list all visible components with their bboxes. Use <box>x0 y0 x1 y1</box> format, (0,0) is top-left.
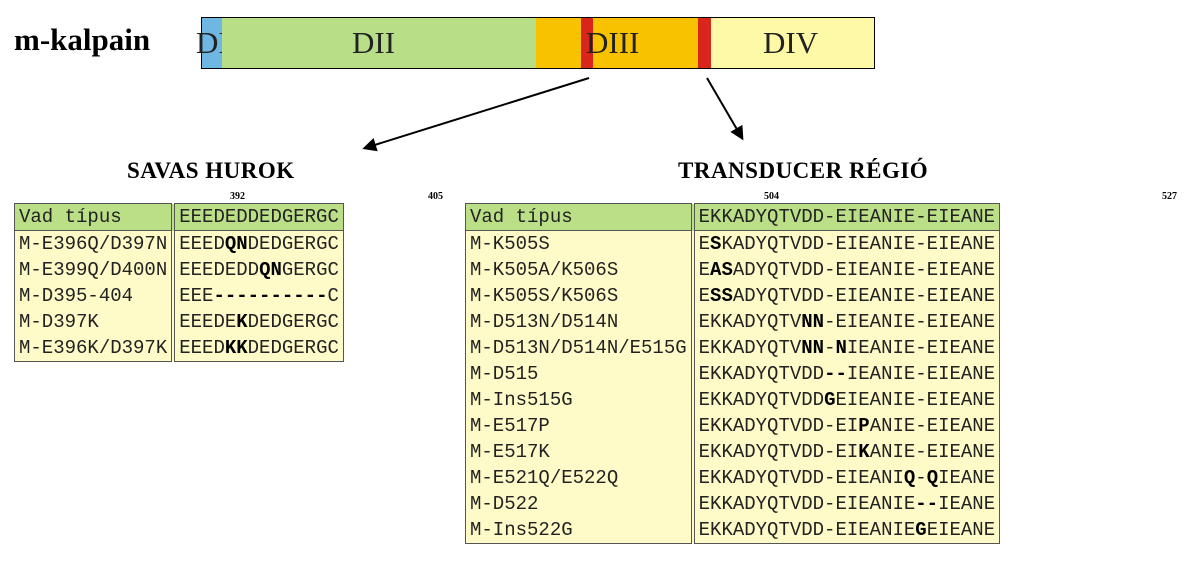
variant-sequence: EEEDEDDQNGERGC <box>173 257 344 283</box>
domain-dii: DII <box>222 18 536 68</box>
domain-diii: DIII <box>536 18 711 68</box>
transducer-marker <box>698 18 711 68</box>
variant-sequence: EEEDEKDEDGERGC <box>173 309 344 335</box>
mutation-highlight: G <box>915 519 927 541</box>
variant-name: M-E517K <box>465 439 695 465</box>
variant-name: M-D515 <box>465 361 695 387</box>
mutation-highlight: NN <box>801 311 825 333</box>
mutation-highlight: G <box>824 389 836 411</box>
variant-sequence: EASADYQTVDD-EIEANIE-EIEANE <box>692 257 1000 283</box>
acidic-loop-end-pos: 405 <box>428 191 443 202</box>
variant-name: M-D513N/D514N <box>465 309 695 335</box>
variant-sequence: EEEDKKDEDGERGC <box>173 335 344 362</box>
variant-sequence: EKKADYQTVDDGEIEANIE-EIEANE <box>692 387 1000 413</box>
variant-sequence: EEEDEDDEDGERGC <box>173 203 344 231</box>
variant-name: M-D513N/D514N/E515G <box>465 335 695 361</box>
protein-label: m-kalpain <box>14 22 151 57</box>
variant-name: M-K505S/K506S <box>465 283 695 309</box>
acidic-loop-start-pos: 392 <box>230 191 245 202</box>
variant-name: M-E396K/D397K <box>14 335 176 362</box>
mutation-highlight: QN <box>224 233 248 255</box>
variant-name: Vad típus <box>14 203 176 231</box>
acidic-loop-title: SAVAS HUROK <box>127 158 295 183</box>
mutation-highlight: S <box>710 233 722 255</box>
variant-name: M-Ins515G <box>465 387 695 413</box>
acidic-loop-marker <box>581 18 593 68</box>
transducer-end-pos: 527 <box>1162 191 1177 202</box>
transducer-start-pos: 504 <box>764 191 779 202</box>
domain-dii-label: DII <box>352 25 396 60</box>
variant-sequence: ESSADYQTVDD-EIEANIE-EIEANE <box>692 283 1000 309</box>
variant-sequence: EKKADYQTVNN-EIEANIE-EIEANE <box>692 309 1000 335</box>
mutation-highlight: -- <box>824 363 847 385</box>
domain-div-label: DIV <box>763 25 819 60</box>
domain-div: DIV <box>711 18 874 68</box>
transducer-title: TRANSDUCER RÉGIÓ <box>678 158 929 183</box>
arrow-to-transducer <box>706 77 744 141</box>
variant-name: M-E396Q/D397N <box>14 230 176 257</box>
mutation-highlight: K <box>236 311 248 333</box>
variant-name: M-D397K <box>14 309 176 335</box>
variant-name: M-D395-404 <box>14 283 176 309</box>
variant-sequence: ESKADYQTVDD-EIEANIE-EIEANE <box>692 230 1000 257</box>
mutation-highlight: K <box>858 441 870 463</box>
domain-bar: DI DII DIII DIV <box>196 17 875 69</box>
mutation-highlight: QN <box>259 259 282 281</box>
mutation-highlight: Q <box>903 467 916 489</box>
domain-diii-label: DIII <box>586 25 640 60</box>
variant-name: M-K505A/K506S <box>465 257 695 283</box>
mutation-highlight: P <box>858 415 870 437</box>
variant-name: Vad típus <box>465 203 695 231</box>
variant-name: M-Ins522G <box>465 517 695 544</box>
variant-sequence: EKKADYQTVNN-NIEANIE-EIEANE <box>692 335 1000 361</box>
variant-name: M-D522 <box>465 491 695 517</box>
mutation-highlight: SS <box>710 285 733 307</box>
variant-name: M-E521Q/E522Q <box>465 465 695 491</box>
variant-name: M-E517P <box>465 413 695 439</box>
mutation-highlight: ---------- <box>213 285 328 307</box>
variant-sequence: EKKADYQTVDD-EIEANIEGEIEANE <box>692 517 1000 544</box>
variant-sequence: EKKADYQTVDD-EIKANIE-EIEANE <box>692 439 1000 465</box>
variant-sequence: EKKADYQTVDD-EIEANIE--IEANE <box>692 491 1000 517</box>
variant-sequence: EKKADYQTVDD-EIPANIE-EIEANE <box>692 413 1000 439</box>
mutation-highlight: NN <box>801 337 825 359</box>
mutation-highlight: N <box>835 337 847 359</box>
arrow-to-acidic-loop <box>362 77 590 152</box>
mutation-highlight: Q <box>926 467 939 489</box>
variant-sequence: EEEDQNDEDGERGC <box>173 230 344 257</box>
variant-sequence: EKKADYQTVDD--IEANIE-EIEANE <box>692 361 1000 387</box>
mutation-highlight: AS <box>710 259 733 281</box>
mutation-highlight: KK <box>224 337 248 359</box>
variant-sequence: EKKADYQTVDD-EIEANIQ-QIEANE <box>692 465 1000 491</box>
variant-sequence: EKKADYQTVDD-EIEANIE-EIEANE <box>692 203 1000 231</box>
variant-sequence: EEE----------C <box>173 283 344 309</box>
mutation-highlight: -- <box>915 493 939 515</box>
variant-name: M-E399Q/D400N <box>14 257 176 283</box>
variant-name: M-K505S <box>465 230 695 257</box>
